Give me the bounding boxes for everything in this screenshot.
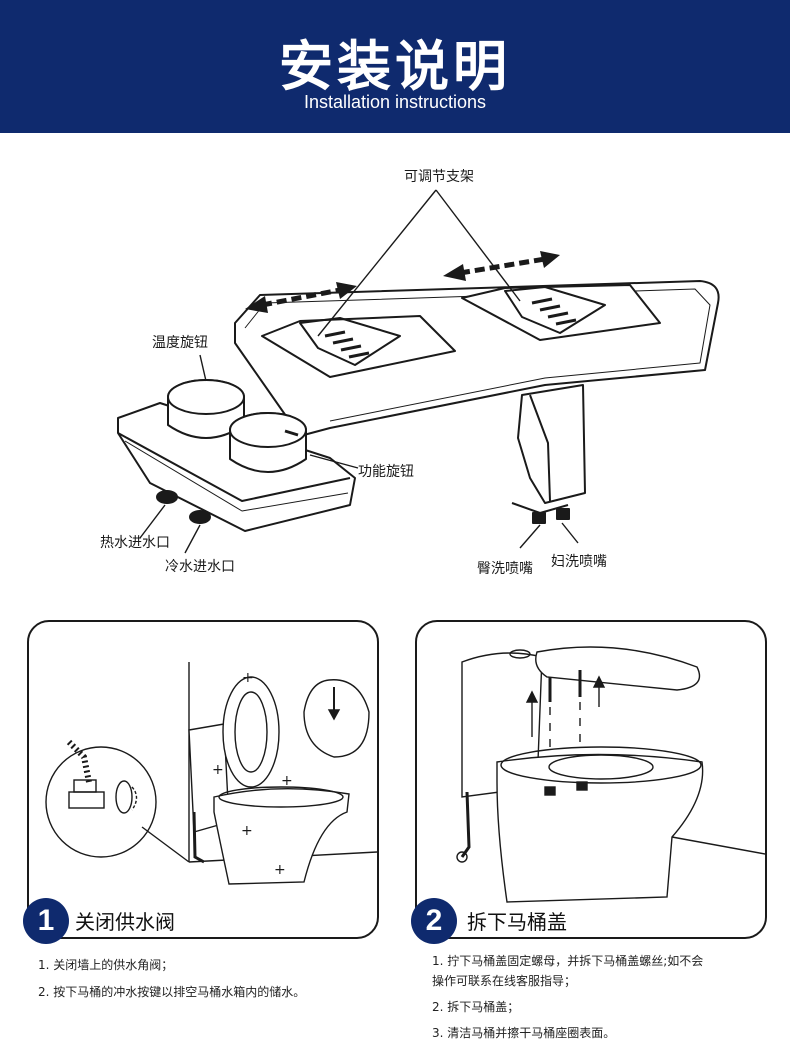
label-adjustable-bracket: 可调节支架 — [404, 169, 474, 185]
label-rear-nozzle: 臀洗喷嘴 — [477, 561, 533, 577]
step-2-note-2: 2. 拆下马桶盖； — [432, 1000, 520, 1014]
right-bracket-slot — [461, 284, 661, 341]
step-1-illustration: + + + + + — [45, 662, 377, 885]
label-hot-inlet: 热水进水口 — [100, 535, 170, 551]
step-2-panel: 2 拆下马桶盖 — [411, 620, 767, 944]
step-1-note-1: 1. 关闭墙上的供水角阀； — [38, 958, 174, 972]
label-cold-inlet: 冷水进水口 — [165, 559, 235, 575]
step-2-note-1: 1. 拧下马桶盖固定螺母，并拆下马桶盖螺丝;如不会 — [432, 954, 704, 968]
step-2-illustration — [456, 646, 765, 903]
step-1-title: 关闭供水阀 — [69, 906, 181, 935]
label-function-knob: 功能旋钮 — [358, 464, 414, 480]
step-2-note-1-cont: 操作可联系在线客服指导； — [432, 974, 577, 988]
label-temperature-knob: 温度旋钮 — [152, 335, 208, 351]
header-banner: 安装说明 Installation instructions — [0, 0, 790, 133]
step-2-note-3: 3. 清洁马桶并擦干马桶座圈表面。 — [432, 1026, 616, 1040]
svg-text:+: + — [212, 762, 224, 778]
nozzle-arm — [517, 384, 586, 504]
step-1-panel: + + + + + 1 关闭供水阀 — [23, 620, 379, 944]
svg-text:+: + — [274, 862, 286, 878]
svg-text:+: + — [241, 823, 253, 839]
page-subtitle: Installation instructions — [303, 92, 487, 112]
svg-text:+: + — [242, 670, 254, 686]
step-2-title: 拆下马桶盖 — [461, 906, 573, 935]
step-2-number: 2 — [411, 898, 457, 944]
label-feminine-nozzle: 妇洗喷嘴 — [551, 554, 607, 570]
step-1-number: 1 — [23, 898, 69, 944]
step-1-note-2: 2. 按下马桶的冲水按键以排空马桶水箱内的储水。 — [38, 985, 306, 999]
bidet-diagram — [117, 189, 720, 554]
svg-text:+: + — [281, 773, 293, 789]
page-title: 安装说明 — [279, 35, 511, 98]
